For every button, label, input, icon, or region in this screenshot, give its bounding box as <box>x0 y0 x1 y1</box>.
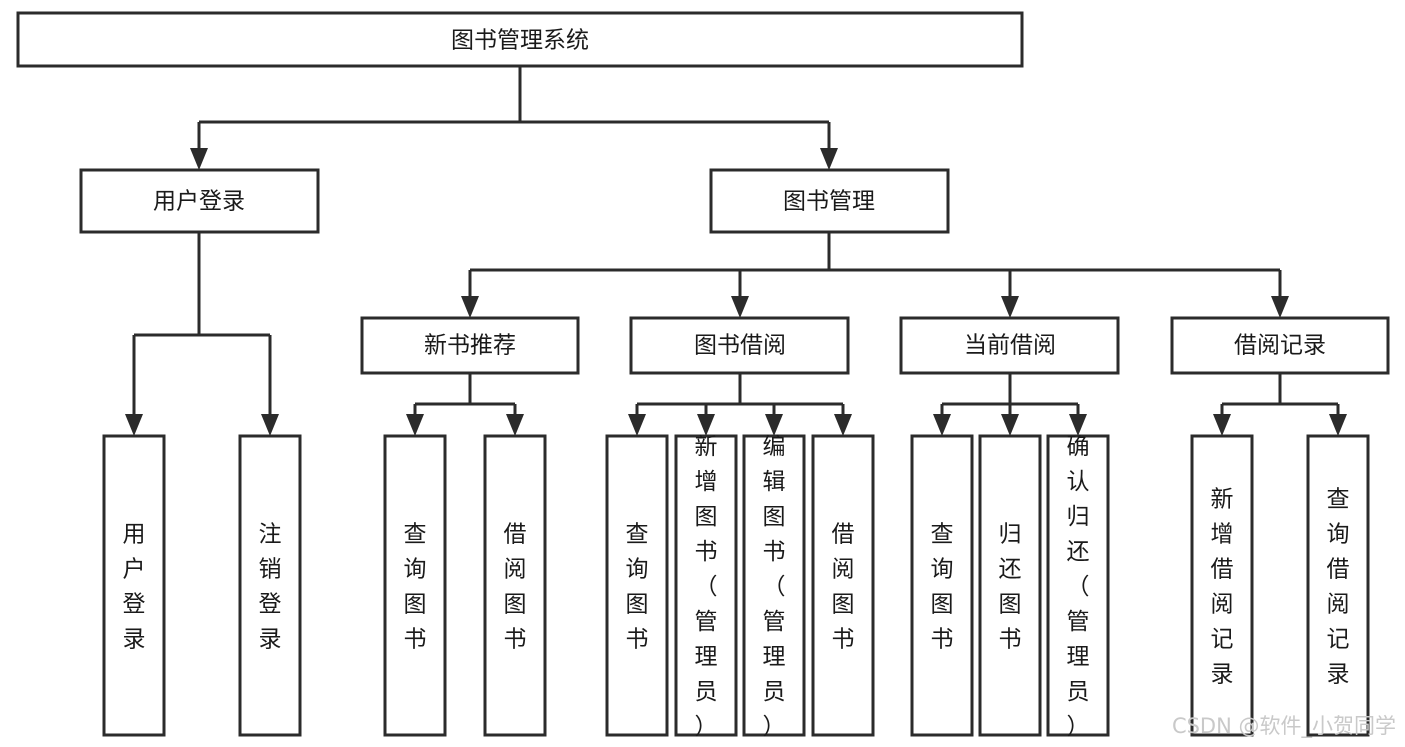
arrow-bb-leaf-3 <box>765 414 783 436</box>
arrow-bb-leaf-1 <box>628 414 646 436</box>
node-root[interactable]: 图书管理系统 <box>16 11 1024 68</box>
leaf-cb-query-book-label: 查询图书 <box>931 522 954 653</box>
leaf-node[interactable]: 查询图书 <box>910 434 974 737</box>
leaf-bb-add-book-box[interactable] <box>674 434 738 737</box>
arrow-leaf-logout <box>261 414 279 436</box>
node-new-book-recommend-box[interactable] <box>360 316 580 375</box>
leaf-nb-query-book-label: 查询图书 <box>404 522 427 653</box>
node-new-book-recommend[interactable]: 新书推荐 <box>360 316 580 375</box>
leaf-bb-borrow-book-box[interactable] <box>811 434 875 737</box>
leaf-bb-edit-book-label: 编辑图书（管理员） <box>763 434 786 740</box>
node-borrow-record-box[interactable] <box>1170 316 1390 375</box>
leaf-node[interactable]: 确认归还（管理员） <box>1046 434 1110 740</box>
leaf-node[interactable]: 借阅图书 <box>483 434 547 737</box>
arrow-br-leaf-1 <box>1213 414 1231 436</box>
arrow-current-borrow <box>1001 296 1019 318</box>
leaf-br-add-record-label: 新增借阅记录 <box>1211 487 1234 688</box>
arrow-br-leaf-2 <box>1329 414 1347 436</box>
csdn-watermark: CSDN @软件_小贺同学 <box>1172 714 1396 739</box>
leaf-br-query-record-box[interactable] <box>1306 434 1370 737</box>
node-current-borrow-label: 当前借阅 <box>964 333 1056 359</box>
node-book-management[interactable]: 图书管理 <box>709 168 950 234</box>
leaf-user-login-label: 用户登录 <box>123 522 146 653</box>
arrow-book-borrow <box>731 296 749 318</box>
leaf-node[interactable]: 用户登录 <box>102 434 166 737</box>
leaf-nb-borrow-book-label: 借阅图书 <box>504 522 527 653</box>
leaf-br-add-record-box[interactable] <box>1190 434 1254 737</box>
leaf-cb-return-book-box[interactable] <box>978 434 1042 737</box>
arrow-bb-leaf-4 <box>834 414 852 436</box>
leaf-cb-return-book-label: 归还图书 <box>999 522 1022 653</box>
node-user-login-box[interactable] <box>79 168 320 234</box>
leaf-nb-query-book-box[interactable] <box>383 434 447 737</box>
leaf-node[interactable]: 新增借阅记录 <box>1190 434 1254 737</box>
leaf-logout-box[interactable] <box>238 434 302 737</box>
leaf-cb-query-book-box[interactable] <box>910 434 974 737</box>
arrow-nb-leaf-2 <box>506 414 524 436</box>
leaf-user-login-box[interactable] <box>102 434 166 737</box>
connector-layer <box>125 66 1347 436</box>
leaf-bb-query-book-box[interactable] <box>605 434 669 737</box>
leaf-logout-label: 注销登录 <box>259 522 282 653</box>
node-root-box[interactable] <box>16 11 1024 68</box>
node-user-login[interactable]: 用户登录 <box>79 168 320 234</box>
node-book-borrow-label: 图书借阅 <box>694 333 786 359</box>
leaf-node[interactable]: 编辑图书（管理员） <box>742 434 806 740</box>
leaf-bb-edit-book-box[interactable] <box>742 434 806 737</box>
arrow-cb-leaf-2 <box>1001 414 1019 436</box>
leaf-node[interactable]: 查询图书 <box>383 434 447 737</box>
node-book-borrow-box[interactable] <box>629 316 850 375</box>
node-book-management-box[interactable] <box>709 168 950 234</box>
leaf-br-query-record-label: 查询借阅记录 <box>1327 487 1350 688</box>
arrow-user-login <box>190 148 208 170</box>
node-current-borrow-box[interactable] <box>899 316 1120 375</box>
leaf-bb-query-book-label: 查询图书 <box>626 522 649 653</box>
node-borrow-record[interactable]: 借阅记录 <box>1170 316 1390 375</box>
node-new-book-recommend-label: 新书推荐 <box>424 333 516 359</box>
leaf-bb-borrow-book-label: 借阅图书 <box>832 522 855 653</box>
node-user-login-label: 用户登录 <box>153 189 245 215</box>
leaf-node[interactable]: 借阅图书 <box>811 434 875 737</box>
arrow-new-book <box>461 296 479 318</box>
arrow-book-mgmt <box>820 148 838 170</box>
leaf-bb-add-book-label: 新增图书（管理员） <box>695 434 718 740</box>
leaf-node[interactable]: 查询图书 <box>605 434 669 737</box>
leaf-node[interactable]: 注销登录 <box>238 434 302 737</box>
arrow-nb-leaf-1 <box>406 414 424 436</box>
leaf-nb-borrow-book-box[interactable] <box>483 434 547 737</box>
arrow-leaf-user-login <box>125 414 143 436</box>
arrow-borrow-record <box>1271 296 1289 318</box>
node-borrow-record-label: 借阅记录 <box>1234 333 1326 359</box>
leaf-node[interactable]: 查询借阅记录 <box>1306 434 1370 737</box>
node-book-borrow[interactable]: 图书借阅 <box>629 316 850 375</box>
arrow-cb-leaf-1 <box>933 414 951 436</box>
leaf-node[interactable]: 归还图书 <box>978 434 1042 737</box>
leaf-cb-confirm-return-box[interactable] <box>1046 434 1110 737</box>
arrow-bb-leaf-2 <box>697 414 715 436</box>
leaf-cb-confirm-return-label: 确认归还（管理员） <box>1067 434 1090 740</box>
leaf-node[interactable]: 新增图书（管理员） <box>674 434 738 740</box>
node-current-borrow[interactable]: 当前借阅 <box>899 316 1120 375</box>
node-root-label: 图书管理系统 <box>451 28 589 54</box>
node-book-management-label: 图书管理 <box>783 189 875 215</box>
arrow-cb-leaf-3 <box>1069 414 1087 436</box>
